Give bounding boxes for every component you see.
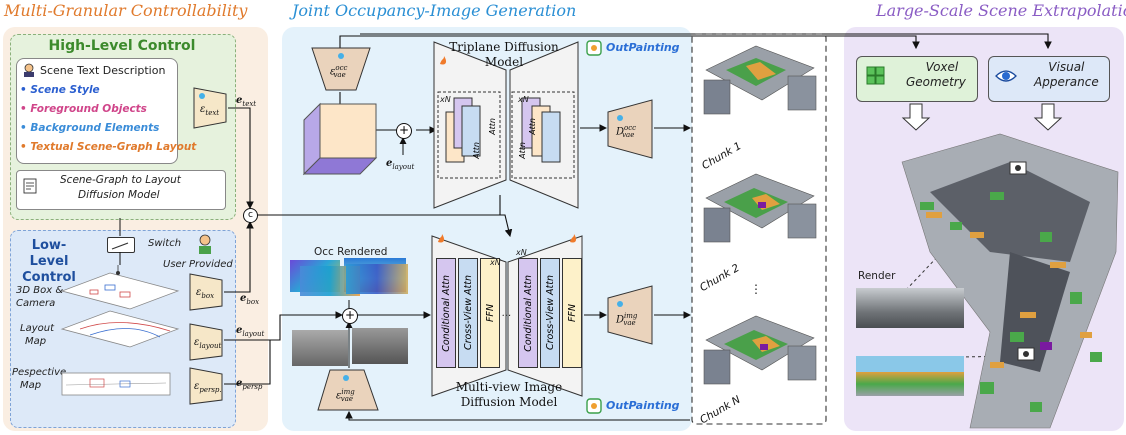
triplane-e-layout: elayout [386, 158, 415, 171]
layout-encoder-label: εlayout [194, 337, 222, 350]
layout-encoder [189, 323, 223, 361]
triplane-xn-right: xN [518, 95, 529, 104]
street-image-1 [292, 330, 348, 366]
render-label: Render [858, 270, 896, 282]
user-icon [195, 234, 215, 254]
scene-graph-model-card [16, 170, 226, 210]
multiview-dots: ... [502, 308, 512, 319]
switch-label: Switch [148, 238, 182, 249]
large-scene-map [901, 133, 1119, 429]
occ-decoder-label: Doccvae [616, 124, 637, 140]
outpainting-label-bottom: OutPainting [606, 399, 680, 412]
occ-render-thumb-4 [346, 264, 408, 294]
triplane-diffusion-shape [433, 41, 579, 209]
section-title-extrapolation: Large-Scale Scene Extrapolation [876, 1, 1126, 20]
outpainting-icon-bottom [586, 398, 602, 414]
multiview-xn-right: xN [516, 248, 527, 257]
render-image-semantic [856, 356, 964, 396]
street-image-2 [352, 328, 408, 364]
person-icon [22, 62, 36, 77]
block-ffn-2: FFN [562, 258, 582, 368]
scene-text-title: Scene Text Description [40, 64, 166, 77]
e-text-label: etext [236, 95, 257, 108]
occ-encoder-label: εoccvae [330, 64, 348, 80]
section-title-joint-generation: Joint Occupancy-Image Generation [292, 1, 577, 20]
stacked-maps [60, 265, 180, 396]
block-cross-view-attn-2: Cross-View Attn [540, 258, 560, 368]
multiview-add-node: + [342, 308, 358, 324]
box-encoder [189, 273, 223, 311]
triplane-attn-2: Attn [488, 118, 497, 135]
eye-icon [994, 66, 1018, 86]
bullet-scene-style: • Scene Style [20, 84, 100, 96]
render-image-rgb [856, 288, 964, 328]
bullet-foreground-objects: • Foreground Objects [20, 103, 147, 115]
block-conditional-attn-1: Conditional Attn [436, 258, 456, 368]
box-camera-label: 3D Box &Camera [16, 285, 64, 309]
scene-text-card [16, 58, 178, 164]
switch-toggle[interactable] [107, 237, 135, 253]
occ-decoder [607, 99, 653, 159]
user-provided-label: User Provided [163, 259, 233, 270]
text-encoder-label: εtext [200, 104, 220, 117]
persp-encoder-label: εpersp. [194, 381, 222, 394]
chunk-dots: ⋮ [750, 282, 762, 296]
triplane-attn-4: Attn [518, 142, 527, 159]
img-decoder [607, 285, 653, 345]
img-decoder-label: Dimgvae [616, 312, 638, 328]
triplane-cube [302, 102, 378, 176]
img-encoder-label: εimgvae [336, 388, 355, 404]
occ-rendered-label: Occ Rendered [314, 246, 388, 258]
occ-encoder [311, 47, 371, 91]
voxel-cube-icon [864, 64, 888, 88]
outpainting-icon-top [586, 40, 602, 56]
img-encoder [317, 369, 379, 411]
high-level-title: High-Level Control [48, 38, 196, 54]
section-title-controllability: Multi-Granular Controllability [4, 1, 248, 20]
sg-model-line1: Scene-Graph to Layout [60, 174, 181, 186]
bullet-scene-graph-layout: • Textual Scene-Graph Layout [20, 141, 197, 153]
e-box-label: ebox [240, 293, 260, 306]
concat-node: c [243, 208, 258, 223]
text-encoder [193, 87, 227, 129]
block-cross-view-attn-1: Cross-View Attn [458, 258, 478, 368]
triplane-xn-left: xN [440, 95, 451, 104]
box-encoder-label: εbox [196, 287, 215, 300]
chunk-scenes [703, 45, 817, 385]
block-conditional-attn-2: Conditional Attn [518, 258, 538, 368]
sg-model-line2: Diffusion Model [78, 189, 160, 201]
triplane-add-node: + [396, 123, 412, 139]
e-layout-label: elayout [236, 325, 265, 338]
block-ffn-1: FFN [480, 258, 500, 368]
persp-encoder [189, 367, 223, 405]
triplane-attn-3: Attn [528, 118, 537, 135]
triplane-attn-1: Attn [472, 142, 481, 159]
outpainting-label-top: OutPainting [606, 41, 680, 54]
bullet-background-elements: • Background Elements [20, 122, 160, 134]
document-icon [22, 178, 38, 194]
multiview-xn-left: xN [490, 258, 501, 267]
